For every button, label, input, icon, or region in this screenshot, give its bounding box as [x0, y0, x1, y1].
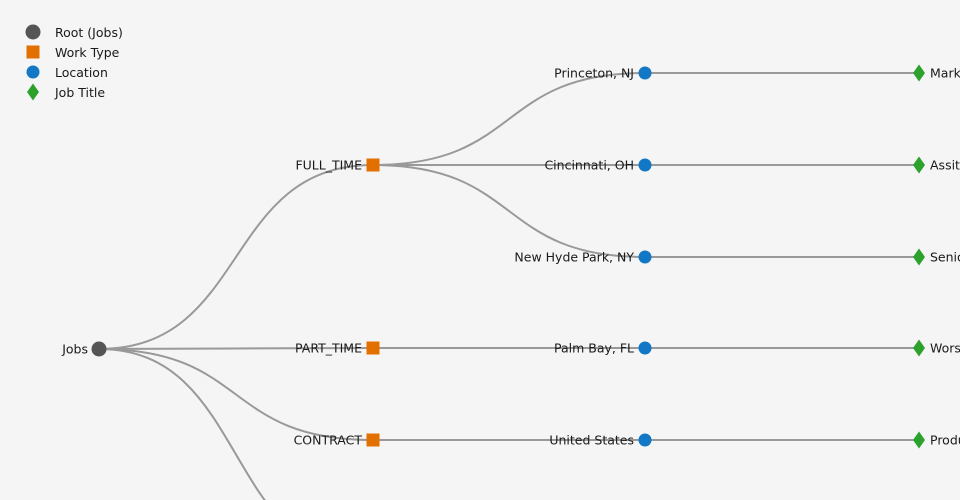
job-title-marker-icon [913, 431, 925, 449]
root-circle-icon [22, 22, 44, 42]
job-title-diamond-icon [22, 82, 44, 102]
location-marker-icon [638, 250, 652, 264]
legend-item-label: Location [55, 64, 108, 80]
job-title-marker-icon [913, 339, 925, 357]
node-label: CONTRACT [293, 432, 362, 448]
edge-root-to-offscreen_work_type [98, 348, 266, 500]
edge-full_time-to-newhydepark [372, 164, 646, 258]
edge-root-to-part_time [98, 347, 374, 350]
node-label: FULL_TIME [295, 157, 362, 173]
legend-item: Work Type [22, 42, 123, 62]
edge-full_time-to-princeton [372, 72, 646, 166]
work-type-square-icon [22, 42, 44, 62]
node-label: Produ [930, 432, 960, 448]
node-label: Wors [930, 340, 960, 356]
location-circle-icon [22, 62, 44, 82]
node-label: Assita [930, 157, 960, 173]
legend-item-label: Root (Jobs) [55, 24, 123, 40]
legend-item: Root (Jobs) [22, 22, 123, 42]
location-marker-icon [638, 66, 652, 80]
job-title-marker-icon [913, 248, 925, 266]
node-label: Marke [930, 65, 960, 81]
work-type-marker-icon [366, 433, 380, 447]
work-type-marker-icon [366, 341, 380, 355]
location-marker-icon [638, 341, 652, 355]
edge-root-to-full_time [98, 164, 374, 350]
node-label: Palm Bay, FL [554, 340, 634, 356]
legend-item-label: Work Type [55, 44, 120, 60]
job-title-marker-icon [913, 156, 925, 174]
node-label: New Hyde Park, NY [514, 249, 634, 265]
legend-item-label: Job Title [55, 84, 106, 100]
node-label: Cincinnati, OH [544, 157, 634, 173]
legend-item: Location [22, 62, 123, 82]
location-marker-icon [638, 158, 652, 172]
job-title-marker-icon [913, 64, 925, 82]
work-type-marker-icon [366, 158, 380, 172]
node-label: Princeton, NJ [554, 65, 634, 81]
node-label: Jobs [62, 341, 88, 357]
node-label: Senio [930, 249, 960, 265]
edge-root-to-contract [98, 348, 374, 441]
node-label: United States [549, 432, 634, 448]
location-marker-icon [638, 433, 652, 447]
node-label: PART_TIME [295, 340, 362, 356]
root-marker-icon [91, 341, 107, 357]
legend-item: Job Title [22, 82, 123, 102]
